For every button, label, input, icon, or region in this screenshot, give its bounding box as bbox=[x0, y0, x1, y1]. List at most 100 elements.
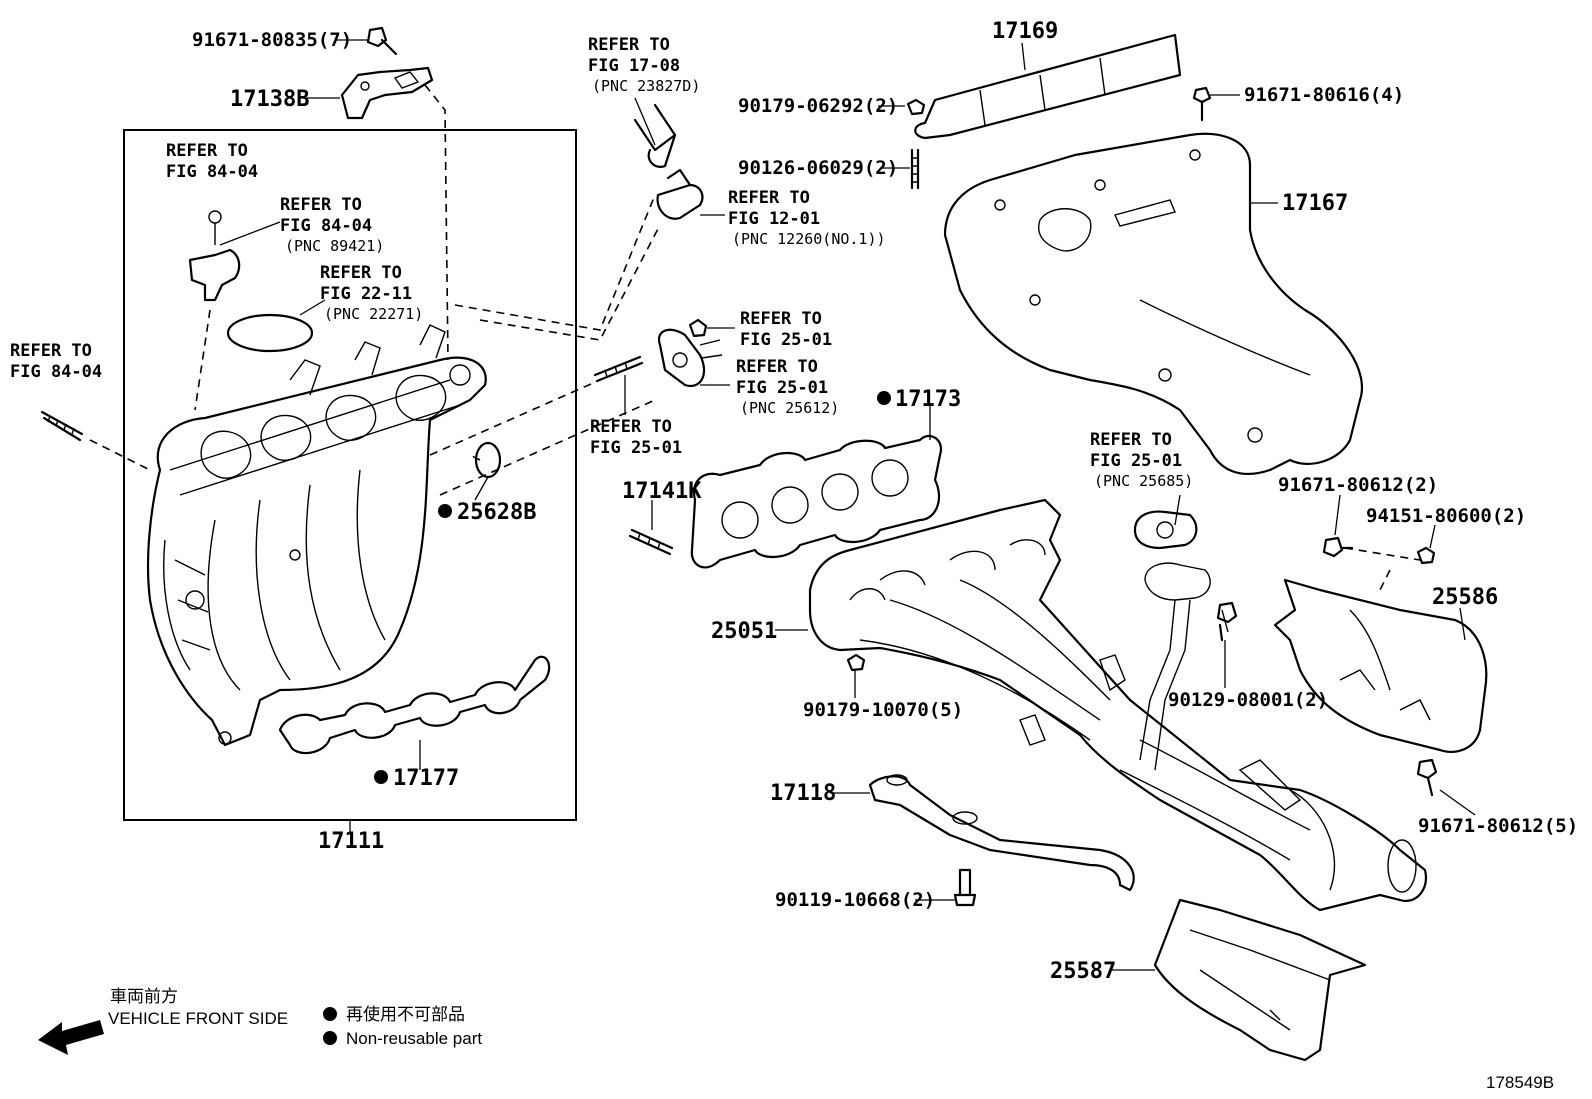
svg-text:FIG 84-04: FIG 84-04 bbox=[166, 162, 258, 182]
gasket-17173-drawing[interactable] bbox=[690, 434, 943, 569]
ref-fig-25-01-right[interactable]: REFER TO FIG 25-01 (PNC 25685) bbox=[1090, 430, 1193, 490]
bolt-90119-10668-drawing[interactable] bbox=[953, 868, 977, 907]
bracket-17138b-drawing[interactable] bbox=[340, 66, 434, 120]
label-17177[interactable]: 17177 bbox=[393, 766, 459, 791]
svg-text:FIG 12-01: FIG 12-01 bbox=[728, 209, 820, 229]
exhaust-manifold-group bbox=[628, 434, 1428, 912]
exhaust-manifold-drawing[interactable] bbox=[808, 498, 1428, 912]
non-reusable-mark-25628B bbox=[438, 504, 452, 518]
label-25051[interactable]: 25051 bbox=[711, 619, 777, 644]
non-reusable-legend-icon-en bbox=[323, 1031, 337, 1045]
label-90119-10668[interactable]: 90119-10668(2) bbox=[775, 889, 935, 911]
bolt-90129-08001-drawing[interactable] bbox=[1216, 601, 1238, 642]
non-reusable-mark-17173 bbox=[877, 391, 891, 405]
pipe-group bbox=[593, 103, 723, 388]
bolt-91671-80612-upper-drawing[interactable] bbox=[1322, 536, 1354, 558]
label-25587[interactable]: 25587 bbox=[1050, 959, 1116, 984]
svg-text:FIG 25-01: FIG 25-01 bbox=[1090, 451, 1182, 471]
svg-text:(PNC 12260(NO.1)): (PNC 12260(NO.1)) bbox=[732, 230, 886, 248]
svg-text:REFER TO: REFER TO bbox=[740, 309, 822, 329]
insulator-17167-drawing[interactable] bbox=[943, 132, 1363, 475]
svg-text:(PNC 25685): (PNC 25685) bbox=[1094, 472, 1193, 490]
svg-text:FIG 25-01: FIG 25-01 bbox=[736, 378, 828, 398]
svg-text:REFER TO: REFER TO bbox=[10, 341, 92, 361]
svg-text:FIG 22-11: FIG 22-11 bbox=[320, 284, 412, 304]
label-91671-80616[interactable]: 91671-80616(4) bbox=[1244, 84, 1404, 106]
bolt-91671-80616-drawing[interactable] bbox=[1192, 86, 1212, 122]
heat-insulator-group bbox=[906, 33, 1363, 475]
stud-17141k-drawing[interactable] bbox=[628, 528, 674, 556]
ref-fig-84-04-top[interactable]: REFER TO FIG 84-04 bbox=[166, 141, 258, 182]
nut-94151-80600-drawing[interactable] bbox=[1416, 546, 1436, 565]
label-17111[interactable]: 17111 bbox=[318, 829, 384, 854]
svg-text:FIG 17-08: FIG 17-08 bbox=[588, 56, 680, 76]
label-91671-80612-b[interactable]: 91671-80612(5) bbox=[1418, 815, 1578, 837]
nut-drawing[interactable] bbox=[688, 318, 708, 338]
ref-fig-22-11[interactable]: REFER TO FIG 22-11 (PNC 22271) bbox=[320, 263, 423, 323]
label-90179-06292[interactable]: 90179-06292(2) bbox=[738, 95, 898, 117]
label-91671-80835[interactable]: 91671-80835(7) bbox=[192, 29, 352, 51]
label-94151-80600[interactable]: 94151-80600(2) bbox=[1366, 505, 1526, 527]
gasket-17177-drawing[interactable] bbox=[278, 655, 551, 755]
label-17169[interactable]: 17169 bbox=[992, 19, 1058, 44]
svg-text:REFER TO: REFER TO bbox=[280, 195, 362, 215]
label-90179-10070[interactable]: 90179-10070(5) bbox=[803, 699, 963, 721]
legend: 車両前方 VEHICLE FRONT SIDE 再使用不可部品 Non-reus… bbox=[38, 987, 482, 1055]
svg-text:REFER TO: REFER TO bbox=[1090, 430, 1172, 450]
svg-text:(PNC 23827D): (PNC 23827D) bbox=[592, 77, 700, 95]
intake-manifold-group bbox=[40, 26, 661, 832]
bolt-91671-80612-lower-drawing[interactable] bbox=[1416, 758, 1438, 797]
nut-90179-10070-drawing[interactable] bbox=[846, 653, 866, 672]
svg-text:FIG 25-01: FIG 25-01 bbox=[740, 330, 832, 350]
hose-drawing[interactable] bbox=[633, 103, 677, 168]
svg-text:FIG 84-04: FIG 84-04 bbox=[280, 216, 372, 236]
svg-text:REFER TO: REFER TO bbox=[590, 417, 672, 437]
svg-text:REFER TO: REFER TO bbox=[728, 188, 810, 208]
svg-text:REFER TO: REFER TO bbox=[588, 35, 670, 55]
ref-fig-25-01-stud[interactable]: REFER TO FIG 25-01 bbox=[590, 417, 682, 458]
sensor-drawing[interactable] bbox=[188, 248, 241, 302]
label-17173[interactable]: 17173 bbox=[895, 387, 961, 412]
label-17138B[interactable]: 17138B bbox=[230, 87, 309, 112]
svg-text:(PNC 25612): (PNC 25612) bbox=[740, 399, 839, 417]
gasket-25612-drawing[interactable] bbox=[657, 328, 706, 388]
label-91671-80612-a[interactable]: 91671-80612(2) bbox=[1278, 474, 1438, 496]
label-17141K[interactable]: 17141K bbox=[622, 479, 702, 504]
ref-fig-25-01-gasket[interactable]: REFER TO FIG 25-01 (PNC 25612) bbox=[736, 357, 839, 417]
insulator-25586-drawing[interactable] bbox=[1273, 578, 1488, 753]
leader-lines bbox=[219, 39, 1476, 971]
bracket-17118-drawing[interactable] bbox=[868, 775, 1135, 892]
svg-text:FIG 84-04: FIG 84-04 bbox=[10, 362, 102, 382]
insulator-25587-drawing[interactable] bbox=[1153, 898, 1367, 1062]
svg-text:REFER TO: REFER TO bbox=[320, 263, 402, 283]
label-17118[interactable]: 17118 bbox=[770, 781, 836, 806]
label-90129-08001[interactable]: 90129-08001(2) bbox=[1168, 689, 1328, 711]
svg-text:REFER TO: REFER TO bbox=[166, 141, 248, 161]
pipe-connector-drawing[interactable] bbox=[656, 168, 704, 220]
ref-fig-25-01-nut[interactable]: REFER TO FIG 25-01 bbox=[740, 309, 832, 350]
ref-fig-84-04-sensor[interactable]: REFER TO FIG 84-04 (PNC 89421) bbox=[280, 195, 384, 255]
gasket-25685-drawing[interactable] bbox=[1133, 510, 1198, 550]
part-labels: 91671-80835(7) 17138B 17111 17177 25628B… bbox=[192, 19, 1578, 984]
legend-front-en: VEHICLE FRONT SIDE bbox=[108, 1009, 288, 1028]
insulator-17169-drawing[interactable] bbox=[914, 33, 1182, 140]
ref-fig-17-08[interactable]: REFER TO FIG 17-08 (PNC 23827D) bbox=[588, 35, 700, 95]
label-25628B[interactable]: 25628B bbox=[457, 500, 536, 525]
ref-fig-12-01[interactable]: REFER TO FIG 12-01 (PNC 12260(NO.1)) bbox=[728, 188, 886, 248]
svg-text:FIG 25-01: FIG 25-01 bbox=[590, 438, 682, 458]
intake-manifold-drawing[interactable] bbox=[146, 356, 487, 747]
o-ring-drawing[interactable] bbox=[226, 313, 314, 353]
non-reusable-mark-17177 bbox=[374, 770, 388, 784]
nut-90179-06292-drawing[interactable] bbox=[906, 98, 926, 116]
legend-front-jp: 車両前方 bbox=[110, 987, 178, 1006]
legend-nonreuse-en: Non-reusable part bbox=[346, 1029, 482, 1048]
label-90126-06029[interactable]: 90126-06029(2) bbox=[738, 157, 898, 179]
stud-center-drawing[interactable] bbox=[593, 355, 644, 383]
label-17167[interactable]: 17167 bbox=[1282, 191, 1348, 216]
stud-left-drawing[interactable] bbox=[40, 410, 84, 442]
ref-fig-84-04-left[interactable]: REFER TO FIG 84-04 bbox=[10, 341, 102, 382]
svg-text:REFER TO: REFER TO bbox=[736, 357, 818, 377]
bolt-91671-80835-drawing[interactable] bbox=[366, 26, 398, 56]
label-25586[interactable]: 25586 bbox=[1432, 585, 1498, 610]
